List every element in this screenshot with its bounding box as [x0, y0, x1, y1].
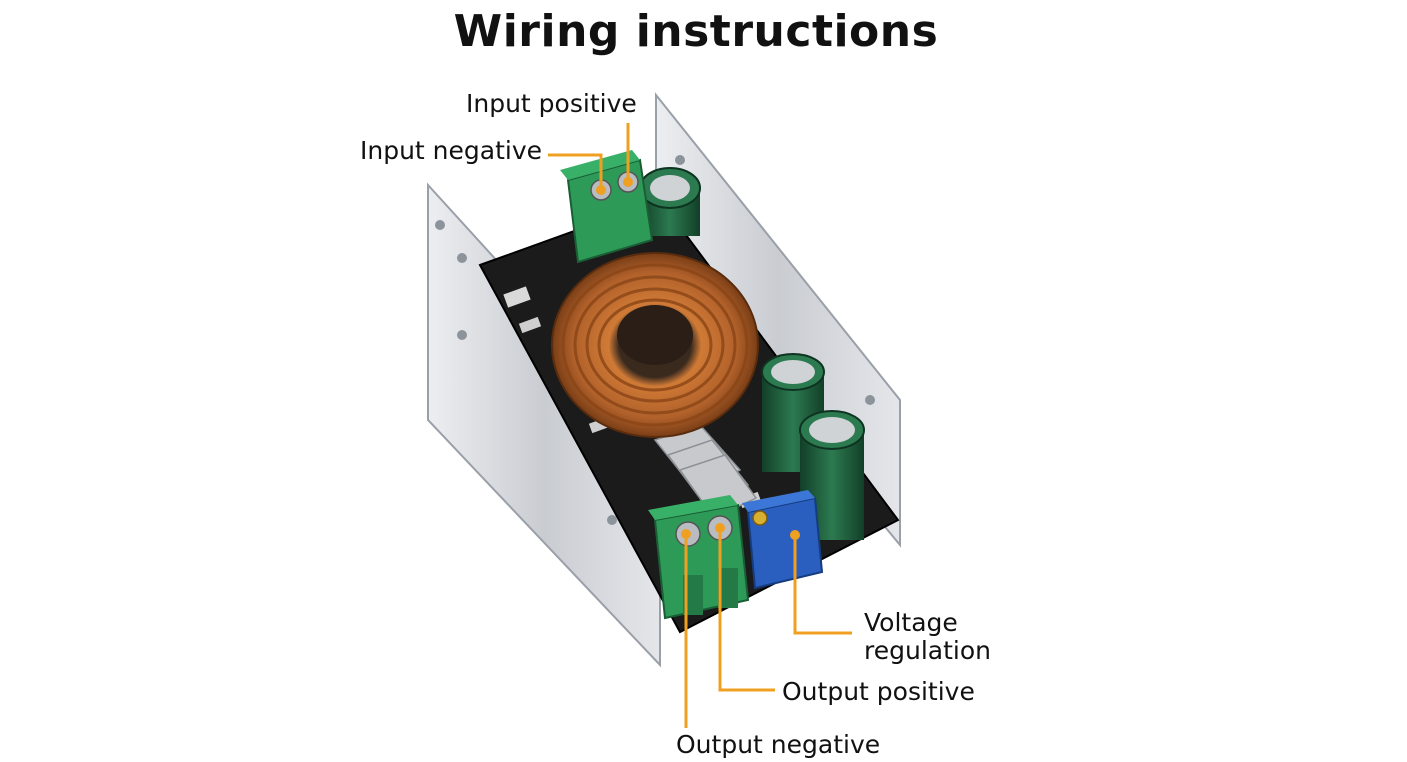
case-hole — [675, 155, 685, 165]
heatsink — [653, 424, 758, 519]
output-terminal-block — [648, 495, 750, 620]
leader-line-input-negative — [548, 153, 603, 190]
case-hole — [435, 220, 445, 230]
case-hole — [865, 395, 875, 405]
case-hole — [607, 515, 617, 525]
label-output-negative: Output negative — [676, 730, 881, 759]
diagram-title: Wiring instructions — [453, 6, 939, 57]
label-voltage-regulation-line1: Voltage — [864, 608, 958, 637]
potentiometer — [742, 490, 824, 590]
label-voltage-regulation-line2: regulation — [864, 636, 991, 665]
output-capacitor — [799, 410, 865, 540]
leader-line-voltage-regulation — [793, 535, 852, 635]
case-hole — [457, 253, 467, 263]
label-input-negative: Input negative — [360, 136, 543, 165]
case-hole — [457, 330, 467, 340]
label-output-positive: Output positive — [782, 677, 975, 706]
label-input-positive: Input positive — [466, 89, 637, 118]
input-capacitor — [639, 167, 701, 236]
leader-line-output-positive — [718, 528, 775, 692]
